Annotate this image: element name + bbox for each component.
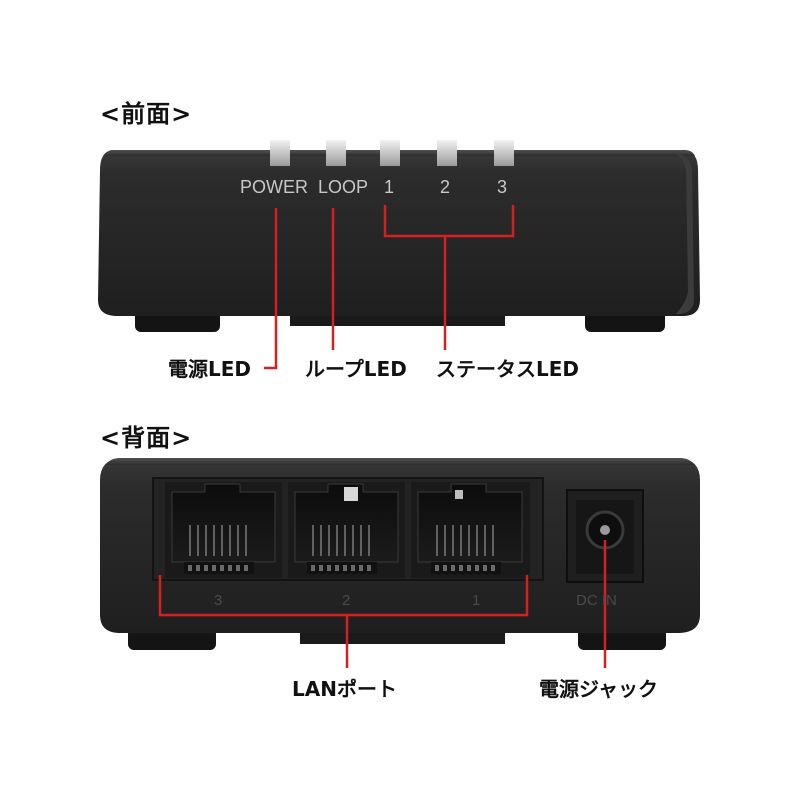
status-led-bracket bbox=[383, 205, 515, 238]
back-view-title: <背面> bbox=[100, 424, 193, 452]
port-3-number: 3 bbox=[214, 592, 223, 609]
status-led-3-label: 3 bbox=[497, 177, 508, 197]
port-2-number: 2 bbox=[342, 592, 351, 609]
power-led-callout: 電源LED bbox=[168, 357, 252, 381]
back-foot-right bbox=[578, 628, 666, 650]
front-callout-lines bbox=[264, 205, 515, 370]
power-led-callout-line bbox=[264, 208, 278, 370]
back-device bbox=[100, 458, 700, 650]
dc-in-label: DC IN bbox=[576, 592, 617, 609]
status-led-1 bbox=[380, 140, 400, 166]
power-led-label: POWER bbox=[240, 177, 309, 197]
back-foot-left bbox=[128, 628, 216, 650]
status-led-callout: ステータスLED bbox=[436, 357, 580, 381]
status-led-2 bbox=[437, 140, 457, 166]
back-callout-lines bbox=[158, 540, 607, 668]
front-view-title: <前面> bbox=[100, 100, 193, 128]
lan-port-bracket bbox=[158, 575, 529, 617]
lan-port-3 bbox=[165, 482, 282, 578]
status-led-2-label: 2 bbox=[440, 177, 451, 197]
loop-led bbox=[326, 140, 346, 166]
status-led-1-label: 1 bbox=[384, 177, 395, 197]
dc-power-jack bbox=[566, 489, 644, 583]
port-2-latch bbox=[344, 487, 358, 501]
loop-led-callout: ループLED bbox=[305, 357, 407, 381]
lan-port-callout: LANポート bbox=[292, 677, 397, 701]
front-device bbox=[98, 140, 700, 332]
power-led bbox=[270, 140, 290, 166]
lan-port-2 bbox=[288, 482, 405, 578]
lan-port-1 bbox=[411, 482, 530, 578]
port-1-number: 1 bbox=[472, 592, 481, 609]
power-jack-callout: 電源ジャック bbox=[539, 677, 658, 701]
loop-led-label: LOOP bbox=[318, 177, 369, 197]
port-1-latch bbox=[455, 490, 463, 499]
status-led-3 bbox=[494, 140, 514, 166]
